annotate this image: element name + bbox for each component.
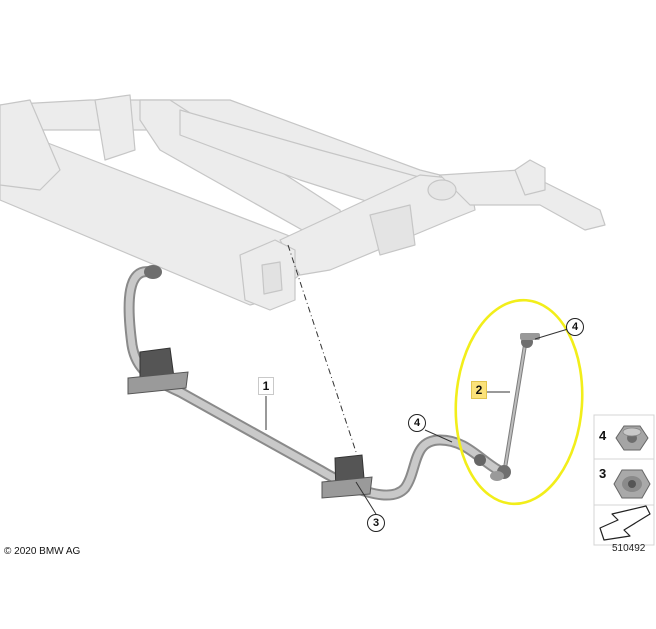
legend-label-4: 4: [599, 428, 607, 443]
stabilizer-link: [490, 333, 540, 481]
alignment-line: [287, 244, 357, 453]
legend-nut-3-icon: [613, 469, 651, 499]
stabilizer-bar: [123, 265, 504, 501]
callout-part-1[interactable]: 1: [258, 377, 274, 395]
legend-frame: [593, 414, 655, 546]
legend-label-3: 3: [599, 466, 607, 481]
diagram-number: 510492: [612, 543, 646, 554]
copyright-text: © 2020 BMW AG: [4, 546, 81, 557]
leader-lines: [265, 328, 569, 515]
callout-part-4-top[interactable]: 4: [566, 318, 584, 336]
direction-arrow-icon: [599, 505, 651, 541]
callout-part-3[interactable]: 3: [367, 514, 385, 532]
front-axle-subframe: [0, 94, 606, 311]
legend-nut-4-icon: [615, 425, 649, 451]
highlight-ring: [454, 298, 584, 506]
callout-part-2[interactable]: 2: [471, 381, 487, 399]
callout-part-4-mid[interactable]: 4: [408, 414, 426, 432]
